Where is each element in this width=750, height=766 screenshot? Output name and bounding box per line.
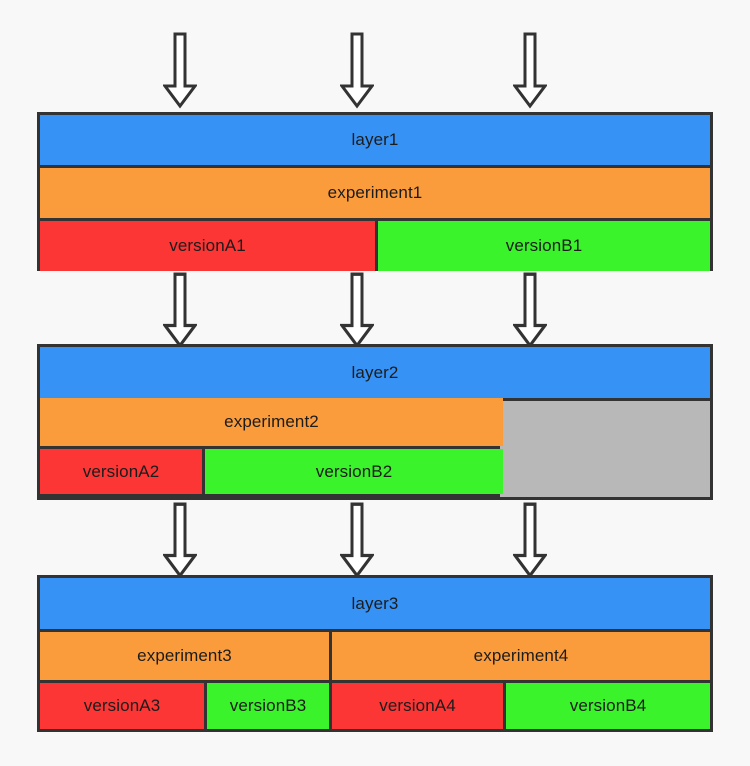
down-arrow-icon [340, 272, 374, 350]
layer-bar-row: layer1 [40, 115, 710, 165]
down-arrow-icon [340, 502, 374, 580]
layer-bar-row: layer3 [40, 578, 710, 629]
down-arrow-icon [513, 272, 547, 350]
experiment-block-experiment2[interactable]: experiment2 [40, 398, 503, 446]
version-row: versionA2 versionB2 [40, 449, 710, 494]
version-block-versionB1[interactable]: versionB1 [378, 221, 710, 271]
version-block-versionA3[interactable]: versionA3 [40, 683, 204, 729]
down-arrow-icon [163, 502, 197, 580]
version-block-versionB3[interactable]: versionB3 [207, 683, 329, 729]
version-block-versionA4[interactable]: versionA4 [332, 683, 503, 729]
version-block-versionB4[interactable]: versionB4 [506, 683, 710, 729]
version-block-versionA2[interactable]: versionA2 [40, 449, 202, 494]
layer-bar-row: layer2 [40, 347, 710, 398]
experiment-row: experiment1 [40, 168, 710, 218]
experiment-row: experiment2 [40, 398, 710, 446]
experiment-block-experiment4[interactable]: experiment4 [332, 632, 710, 680]
layer-bar-layer3[interactable]: layer3 [40, 578, 710, 629]
unallocated-block-layer2[interactable] [500, 401, 710, 497]
version-row: versionA3 versionB3 versionA4 versionB4 [40, 683, 710, 729]
down-arrow-icon [513, 32, 547, 110]
layer-group-layer1: layer1 experiment1 versionA1 versionB1 [37, 112, 713, 271]
down-arrow-icon [163, 272, 197, 350]
version-block-versionB2[interactable]: versionB2 [205, 449, 503, 494]
experiment-block-experiment3[interactable]: experiment3 [40, 632, 329, 680]
experiment-block-experiment1[interactable]: experiment1 [40, 168, 710, 218]
down-arrow-icon [513, 502, 547, 580]
version-row: versionA1 versionB1 [40, 221, 710, 271]
layer-bar-layer1[interactable]: layer1 [40, 115, 710, 165]
layer-group-layer3: layer3 experiment3 experiment4 versionA3… [37, 575, 713, 732]
experiment-row: experiment3 experiment4 [40, 632, 710, 680]
down-arrow-icon [163, 32, 197, 110]
down-arrow-icon [340, 32, 374, 110]
layer-group-layer2: layer2 experiment2 versionA2 versionB2 [37, 344, 713, 500]
version-block-versionA1[interactable]: versionA1 [40, 221, 375, 271]
layer-bar-layer2[interactable]: layer2 [40, 347, 710, 398]
